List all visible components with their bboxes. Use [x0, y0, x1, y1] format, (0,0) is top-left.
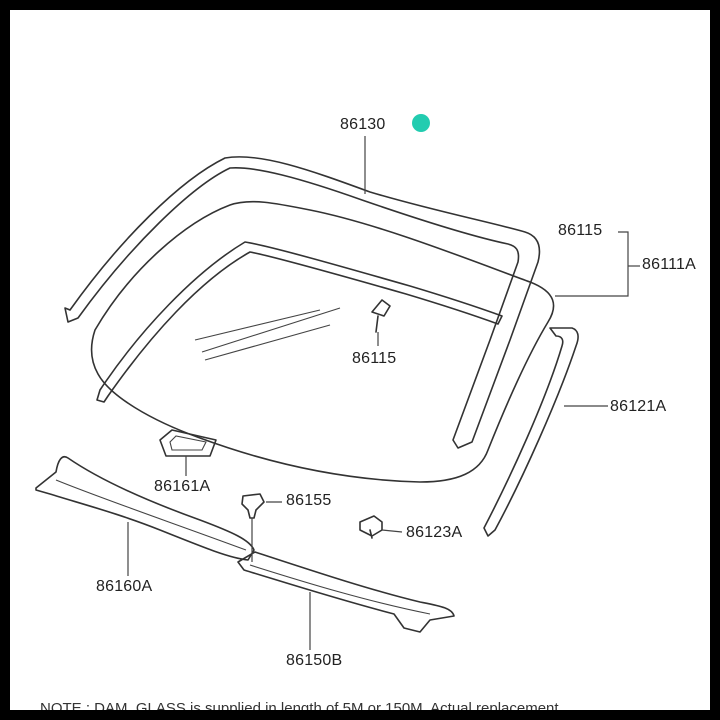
part-label-86115-top: 86115 [558, 222, 603, 239]
cowl-panel-86160A-edge [55, 479, 247, 551]
side-moulding-86121A [483, 327, 579, 537]
cowl-panel-86150B [237, 551, 455, 633]
leader-86155 [251, 501, 282, 562]
fastener-86155 [241, 493, 265, 519]
windshield-glass-86111A [90, 200, 555, 483]
glass-reflection [201, 307, 341, 353]
part-label-86160A: 86160A [96, 578, 153, 595]
clip-86115 [371, 299, 391, 333]
marker-dot [412, 114, 430, 132]
top-moulding-86130 [64, 156, 541, 449]
bracket-86161A-inner [169, 435, 207, 451]
glass-reflection [194, 309, 321, 341]
part-label-86155: 86155 [286, 492, 332, 509]
part-label-86150B: 86150B [286, 652, 343, 669]
leader-86123A [381, 529, 403, 533]
bracket-86161A [159, 429, 217, 457]
part-label-86130: 86130 [340, 116, 386, 133]
part-label-86161A: 86161A [154, 478, 211, 495]
part-label-86115-mid: 86115 [352, 350, 397, 367]
part-label-86123A: 86123A [406, 524, 463, 541]
part-label-86111A: 86111A [642, 256, 696, 273]
footnote: NOTE : DAM. GLASS is supplied in length … [40, 700, 559, 710]
cowl-panel-86160A [35, 456, 255, 561]
clip-86123A [359, 515, 383, 539]
diagram-canvas: 86130 86115 86111A 86115 86121A 86161A 8… [10, 10, 710, 710]
glass-reflection [204, 324, 331, 361]
cowl-panel-86150B-edge [249, 564, 431, 615]
leader-86115-top [555, 231, 629, 297]
inner-moulding-86115 [96, 241, 503, 403]
windshield-parts-diagram [35, 136, 640, 650]
part-label-86121A: 86121A [610, 398, 667, 415]
